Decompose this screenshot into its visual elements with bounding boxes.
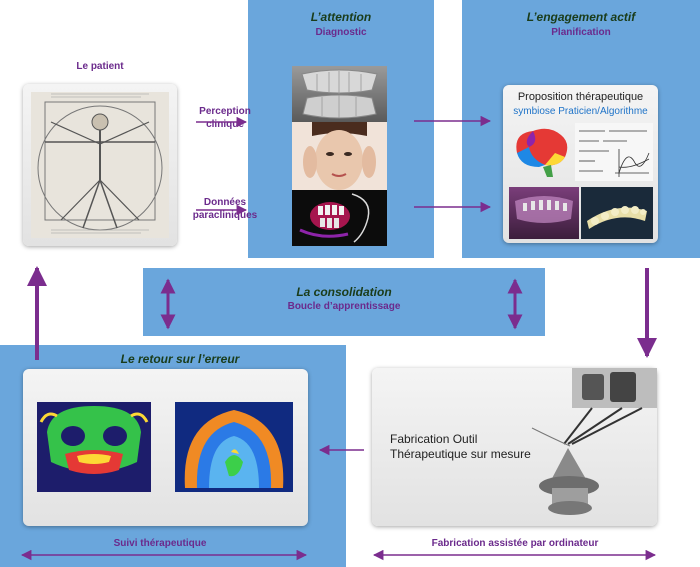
dental-3d-image-left (509, 187, 579, 239)
retour-title: Le retour sur l’erreur (120, 352, 240, 366)
teeth-scan-image (292, 66, 387, 122)
attention-title: L’attention (310, 10, 372, 24)
consolidation-panel (143, 268, 545, 336)
palate-heatmap-image (175, 402, 293, 492)
skull-heatmap-image (37, 402, 151, 492)
consolidation-subtitle: Boucle d’apprentissage (287, 301, 401, 312)
proposition-card: Proposition thérapeutique symbiose Prati… (503, 85, 658, 243)
attention-subtitle: Diagnostic (315, 27, 367, 38)
suivi-footer: Suivi thérapeutique (113, 538, 207, 549)
engagement-title: L’engagement actif (526, 10, 636, 24)
face-image (292, 122, 387, 190)
brain-image (509, 123, 573, 179)
perception-label: Perception clinique (199, 106, 251, 130)
fabrication-text: Fabrication Outil Thérapeutique sur mesu… (390, 432, 531, 461)
engagement-subtitle: Planification (551, 27, 611, 38)
vitruvian-man-image (31, 92, 169, 238)
robot-arm-image (512, 368, 657, 526)
equations-image (575, 123, 653, 181)
xray-head-image (292, 190, 387, 246)
patient-title: Le patient (76, 61, 124, 72)
patient-card (23, 84, 177, 246)
proposition-title: Proposition thérapeutique (517, 91, 644, 103)
dental-3d-image-right (581, 187, 653, 239)
proposition-subtitle: symbiose Praticien/Algorithme (513, 106, 648, 117)
fabrication-footer: Fabrication assistée par ordinateur (431, 538, 599, 549)
fabrication-card: Fabrication Outil Thérapeutique sur mesu… (372, 368, 657, 526)
suivi-card (23, 369, 308, 526)
donnees-label: Données paracliniques (192, 197, 258, 221)
consolidation-title: La consolidation (296, 285, 392, 299)
